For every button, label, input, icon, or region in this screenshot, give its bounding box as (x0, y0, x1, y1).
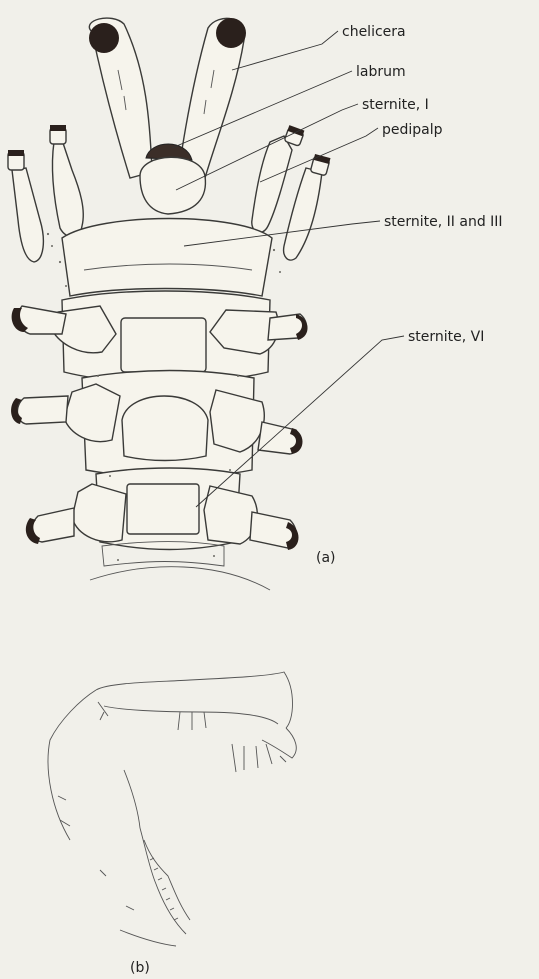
label-sternite-2-3: sternite, II and III (384, 214, 503, 230)
label-pedipalp: pedipalp (382, 122, 443, 138)
specimen-ventral-view (8, 18, 404, 590)
label-chelicera: chelicera (342, 24, 406, 40)
label-sternite-1: sternite, I (362, 97, 429, 113)
caption-a: (a) (316, 550, 336, 566)
sternite-1-plate (140, 157, 205, 214)
label-labrum: labrum (356, 64, 406, 80)
sternite-2-3-plate (62, 219, 272, 297)
label-sternite-6: sternite, VI (408, 329, 484, 345)
caption-b: (b) (130, 960, 150, 976)
appendage-drawing (48, 672, 296, 946)
